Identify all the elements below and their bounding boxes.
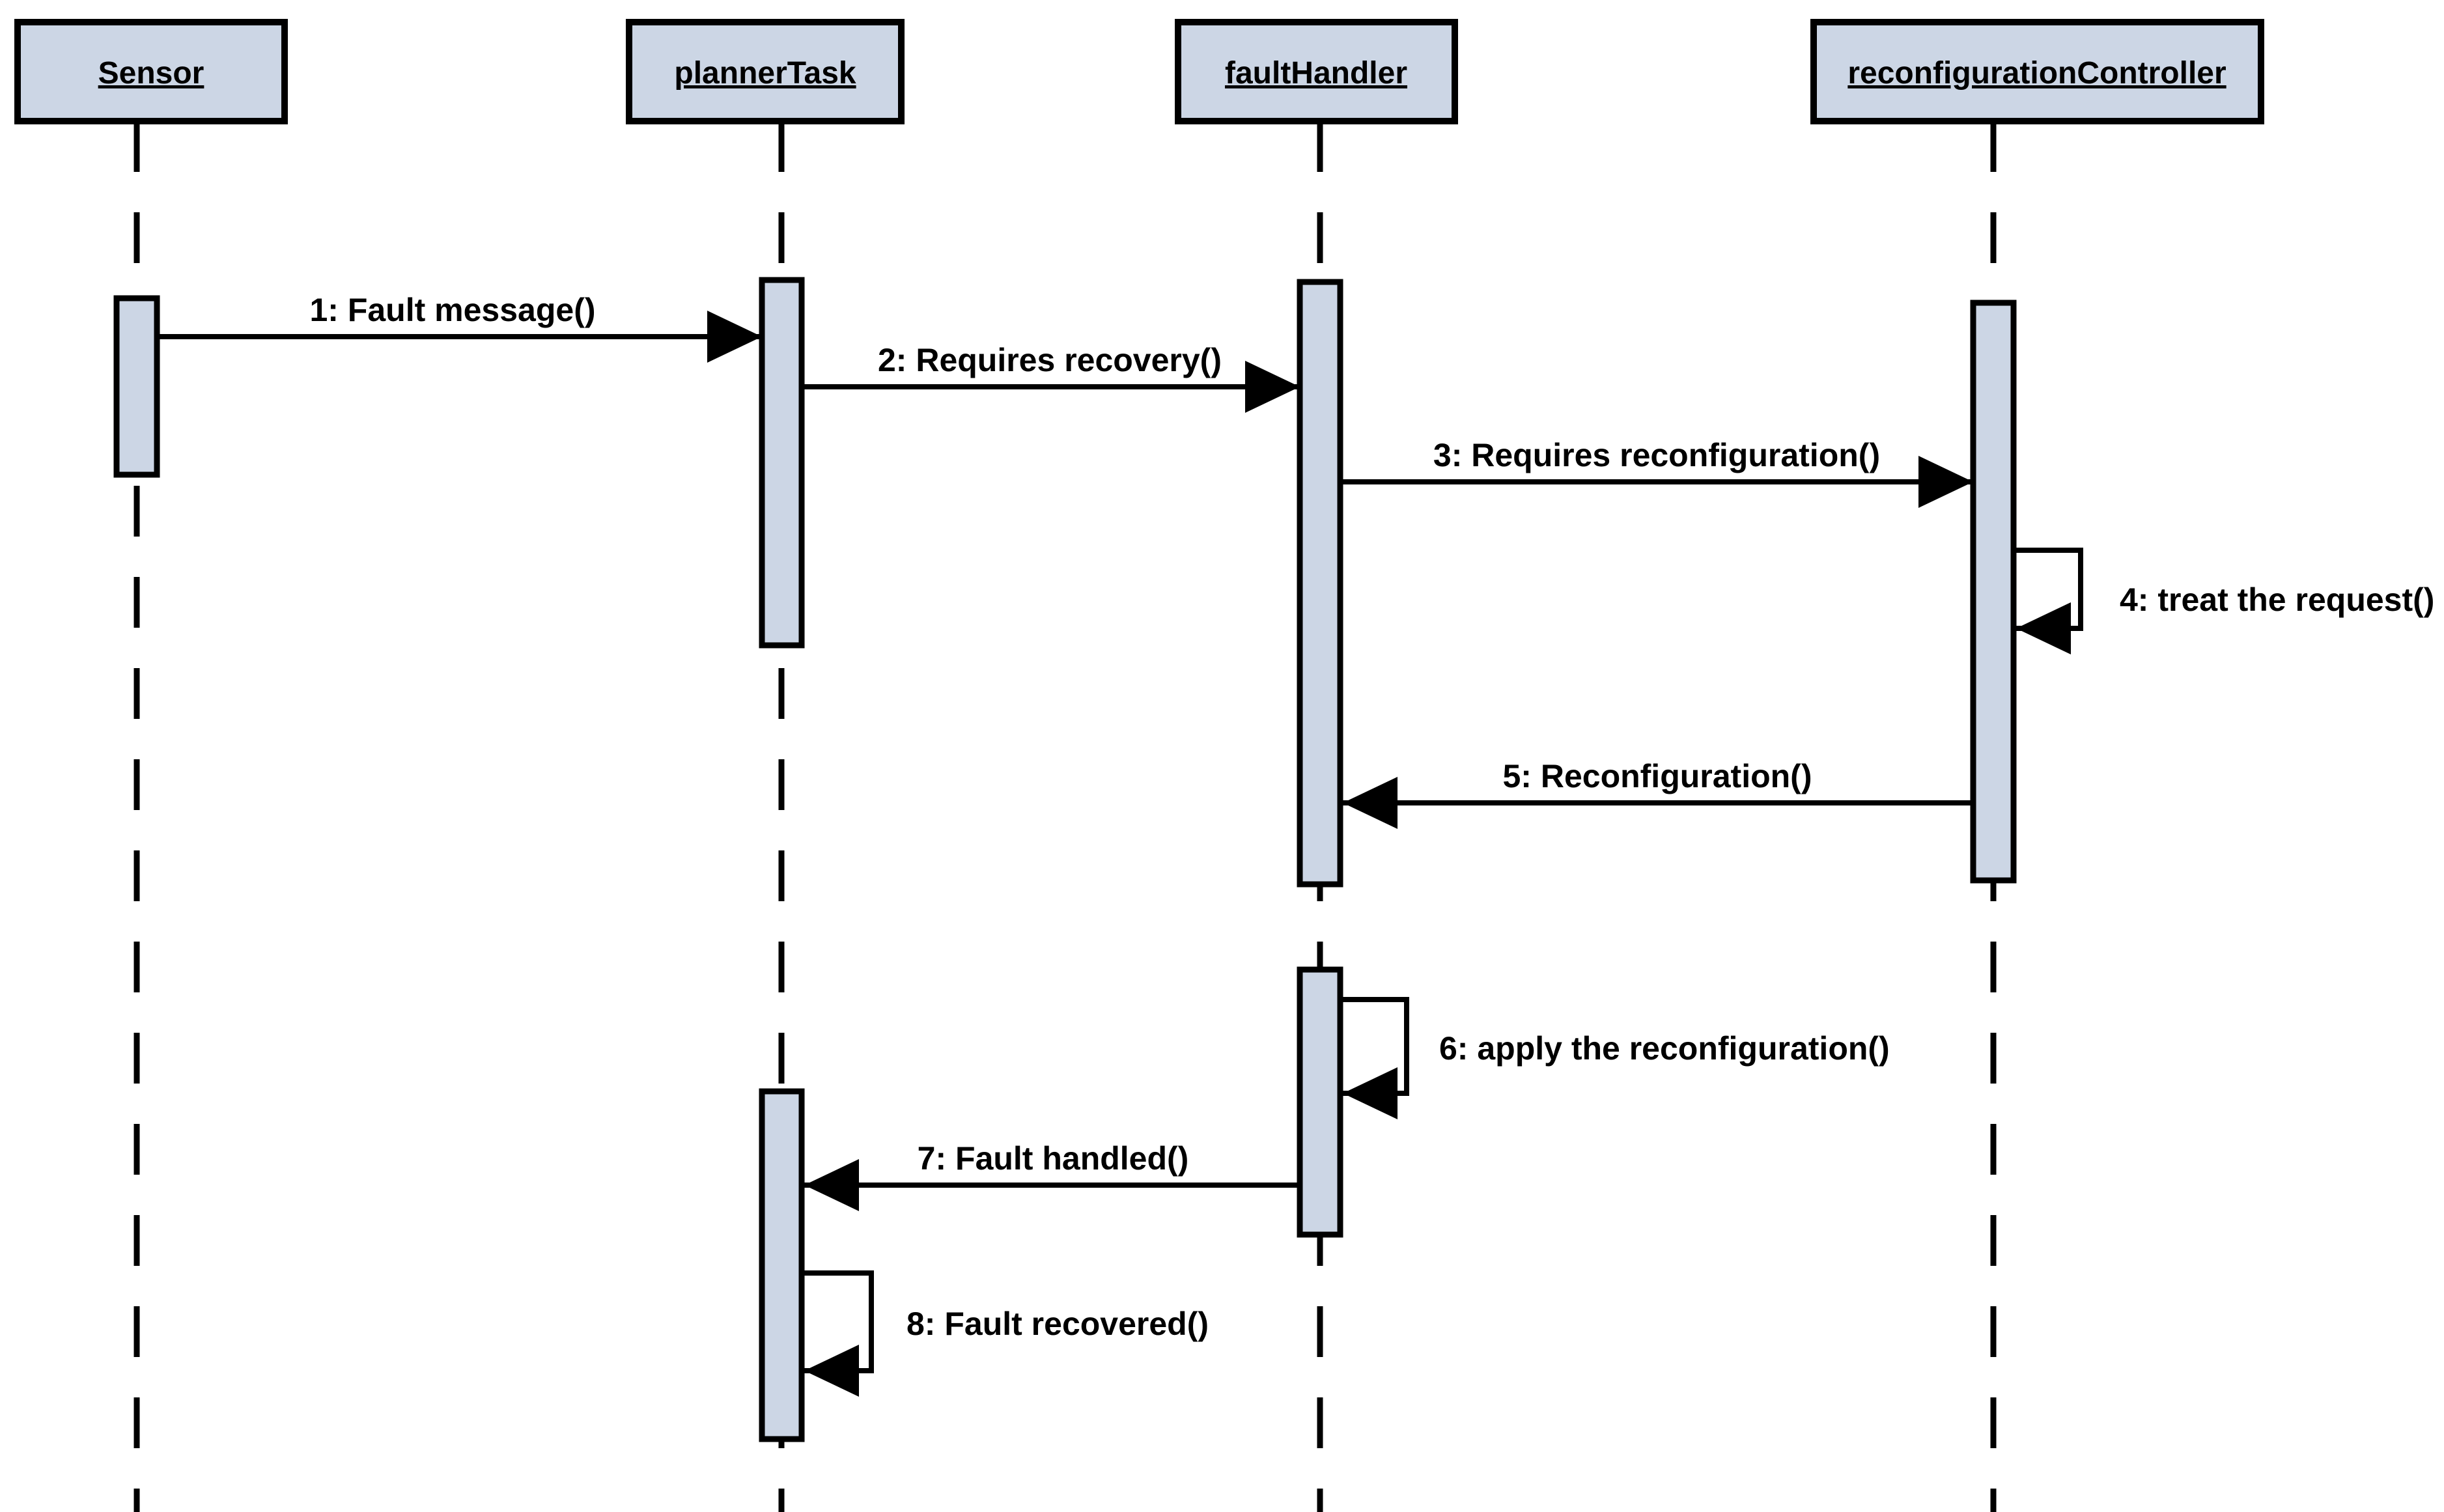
message-4-label: 4: treat the request() (2120, 581, 2434, 618)
activation-faulthandler-1 (1297, 279, 1343, 888)
message-6-self-arrow (1338, 997, 1409, 1119)
message-1-label: 1: Fault message() (309, 292, 595, 328)
activation-faulthandler-2 (1297, 966, 1343, 1238)
message-8-label: 8: Fault recovered() (906, 1306, 1209, 1342)
message-5-label: 5: Reconfiguration() (1503, 758, 1812, 794)
message-7-label: 7: Fault handled() (918, 1140, 1189, 1177)
actor-box-faulthandler (1175, 19, 1458, 124)
actor-box-plannertask (626, 19, 905, 124)
message-2-label: 2: Requires recovery() (878, 342, 1222, 378)
message-4-self-arrow (2011, 548, 2083, 654)
actor-box-reconfigurationcontroller (1810, 19, 2264, 124)
activation-reconfigurationcontroller (1970, 300, 2017, 884)
actor-label-plannertask: plannerTask (674, 56, 856, 91)
activation-plannertask-1 (759, 277, 805, 649)
actor-label-faulthandler: faultHandler (1225, 56, 1407, 91)
message-3-label: 3: Requires reconfiguration() (1433, 437, 1880, 473)
actor-label-sensor: Sensor (98, 56, 204, 91)
message-8-self-arrow (799, 1270, 874, 1397)
actor-box-sensor (14, 19, 288, 124)
actor-label-reconfigurationcontroller: reconfigurationController (1847, 56, 2226, 91)
activation-plannertask-2 (759, 1088, 805, 1442)
message-6-label: 6: apply the reconfiguration() (1439, 1030, 1890, 1067)
activation-sensor-1 (113, 295, 160, 478)
